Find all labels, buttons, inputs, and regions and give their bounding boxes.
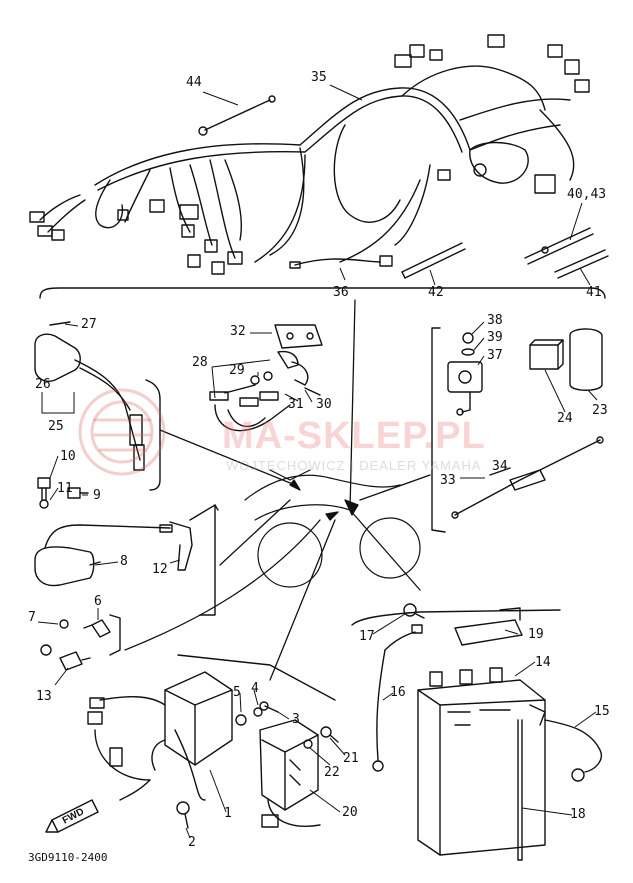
switch-13: [59, 651, 91, 671]
bracket-6-7: [109, 614, 121, 656]
part-label-40-43: 40,43: [567, 187, 607, 202]
cover-23: [569, 328, 603, 391]
part-label-21: 21: [343, 751, 359, 766]
part-label-10: 10: [60, 449, 76, 464]
bracket-4-5: [177, 654, 336, 726]
part-label-12: 12: [152, 562, 168, 577]
fwd-arrow: [45, 799, 99, 833]
wire-harness: [29, 34, 590, 275]
pointer-lines: [124, 299, 431, 681]
breather-18: [517, 719, 523, 861]
group-bracket: [39, 287, 606, 299]
washer-7: [59, 619, 69, 629]
bolt-10: [37, 477, 51, 501]
bracket-30: [304, 387, 321, 396]
ignition-coil: [34, 504, 219, 616]
part-label-33: 33: [440, 473, 456, 488]
right-bracket-line: [431, 327, 446, 533]
band-19: [454, 607, 523, 646]
part-label-3: 3: [292, 712, 300, 727]
battery-14: [417, 667, 546, 856]
part-label-15: 15: [594, 704, 610, 719]
part-label-17: 17: [359, 629, 375, 644]
band-40-43: [524, 227, 594, 265]
bolt-9: [67, 487, 89, 499]
part-label-30: 30: [316, 397, 332, 412]
part-label-24: 24: [557, 411, 573, 426]
cable-15: [544, 719, 602, 782]
starter-relay-37: [447, 361, 483, 416]
part-label-36: 36: [333, 285, 349, 300]
watermark-brand: MA-SKLEP.PL: [222, 415, 486, 457]
part-label-18: 18: [570, 807, 586, 822]
part-label-11: 11: [57, 481, 73, 496]
part-label-44: 44: [186, 75, 202, 90]
fitting-28: [277, 350, 309, 386]
bolt-21: [320, 726, 339, 743]
bolt-17: [403, 603, 425, 619]
motorcycle-outline: [244, 469, 421, 588]
part-label-6: 6: [94, 594, 102, 609]
part-label-1: 1: [224, 806, 232, 821]
washer-39: [461, 348, 475, 356]
wire-16: [372, 624, 423, 772]
part-label-27: 27: [81, 317, 97, 332]
part-label-16: 16: [390, 685, 406, 700]
part-label-35: 35: [311, 70, 327, 85]
sensor-6: [83, 619, 111, 638]
part-label-42: 42: [428, 285, 444, 300]
part-34: [489, 467, 511, 476]
washer-22: [303, 739, 313, 749]
rectifier-20: [259, 719, 321, 828]
wire-31: [214, 391, 291, 432]
part-label-20: 20: [342, 805, 358, 820]
nut-7b: [40, 644, 52, 656]
part-label-23: 23: [592, 403, 608, 418]
bolt-38: [462, 332, 474, 344]
part-label-38: 38: [487, 313, 503, 328]
cdi-unit: [87, 671, 233, 801]
watermark-tagline: WOJTECHOWICZ | DEALER YAMAHA: [226, 458, 482, 473]
part-label-28: 28: [192, 355, 208, 370]
wire-36: [289, 255, 393, 269]
band-42: [401, 242, 466, 279]
part-label-29: 29: [229, 363, 245, 378]
gasket-32: [274, 324, 323, 349]
part-label-39: 39: [487, 330, 503, 345]
part-label-41: 41: [586, 285, 602, 300]
part-label-5: 5: [233, 685, 241, 700]
part-label-34: 34: [492, 459, 508, 474]
part-label-9: 9: [93, 488, 101, 503]
switch-29: [209, 371, 273, 401]
part-label-25: 25: [48, 419, 64, 434]
relay-24: [529, 339, 564, 370]
right-bracket-lower: [351, 609, 561, 626]
part-label-22: 22: [324, 765, 340, 780]
watermark-emblem: [78, 388, 166, 476]
bolt-2: [176, 801, 190, 829]
part-label-2: 2: [188, 835, 196, 850]
lead-wire-44: [198, 95, 276, 136]
part-label-26: 26: [35, 377, 51, 392]
washer-11: [39, 499, 49, 509]
label-leaders: [37, 84, 598, 839]
part-label-14: 14: [535, 655, 551, 670]
part-label-7: 7: [28, 610, 36, 625]
reference-code: 3GD9110-2400: [28, 851, 108, 864]
switch-assembly: [34, 321, 161, 491]
part-label-37: 37: [487, 348, 503, 363]
part-label-4: 4: [251, 681, 259, 696]
cable-33: [451, 436, 604, 519]
part-label-32: 32: [230, 324, 246, 339]
part-label-13: 13: [36, 689, 52, 704]
part-label-19: 19: [528, 627, 544, 642]
part-label-31: 31: [288, 397, 304, 412]
part-label-8: 8: [120, 554, 128, 569]
band-41: [554, 249, 609, 279]
